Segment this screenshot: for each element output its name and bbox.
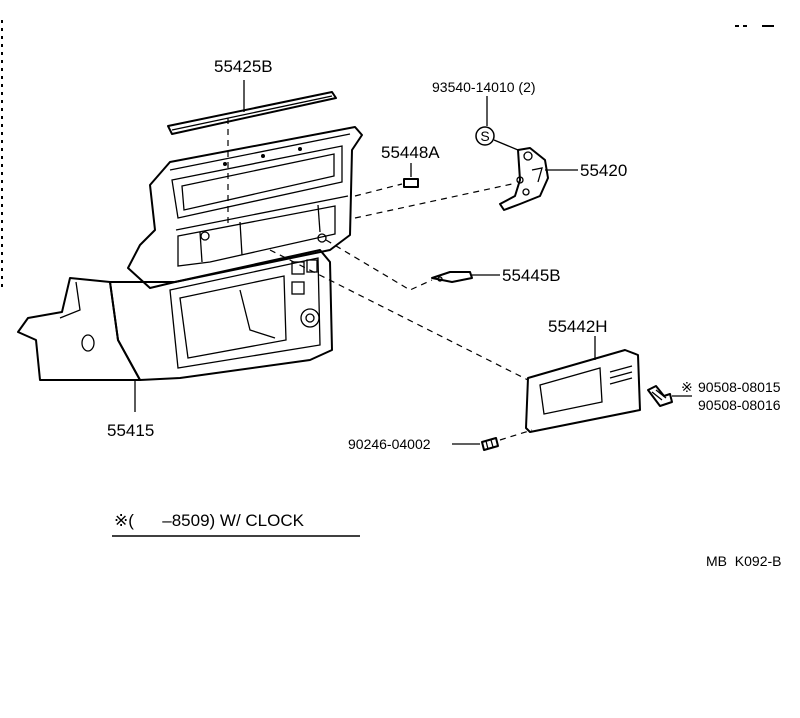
guide-90246: [499, 429, 533, 441]
guide-55445b: [325, 239, 433, 291]
cluster-finish-panel: [17, 126, 363, 381]
leader-93540-b: [493, 139, 519, 151]
clip-55445b: [431, 271, 473, 283]
reference-code: MB K092-B: [706, 553, 781, 569]
footnote-text: ※( –8509) W/ CLOCK: [114, 511, 305, 530]
screw-symbol: S: [475, 126, 495, 146]
label-55442h: 55442H: [548, 317, 608, 336]
label-93540-14010: 93540-14010 (2): [432, 79, 536, 95]
label-55415: 55415: [107, 421, 154, 440]
label-asterisk-90508: ※: [681, 379, 693, 395]
guide-55448a: [354, 183, 403, 197]
s-symbol-text: S: [480, 128, 489, 144]
bracket-55420: [499, 147, 549, 211]
cover-55442h: [525, 349, 641, 433]
trim-strip-55425b: [167, 91, 337, 135]
guide-55420: [354, 183, 513, 219]
spring-90508: [647, 385, 673, 407]
screw-90246: [481, 437, 499, 451]
label-55448a: 55448A: [381, 143, 440, 162]
clip-55448a: [403, 178, 419, 188]
label-55445b: 55445B: [502, 266, 561, 285]
label-55425b: 55425B: [214, 57, 273, 76]
label-90508-08016: 90508-08016: [698, 397, 781, 413]
guide-55442h: [269, 249, 529, 381]
label-90508-08015: 90508-08015: [698, 379, 781, 395]
label-55420: 55420: [580, 161, 627, 180]
label-90246-04002: 90246-04002: [348, 436, 431, 452]
